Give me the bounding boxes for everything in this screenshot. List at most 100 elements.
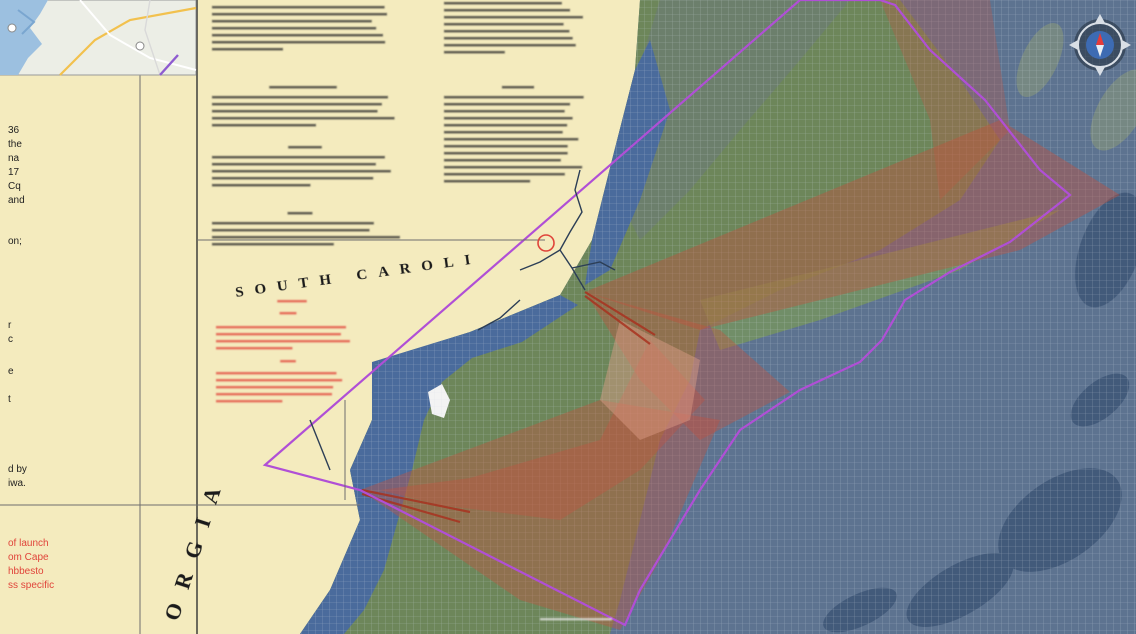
- imagery-attribution-line: [540, 618, 613, 621]
- lane-charleston-northeast: [585, 120, 1120, 330]
- chart-note-line: [444, 138, 579, 141]
- chart-red-note-line: [216, 333, 341, 336]
- chart-note-heading: [288, 146, 322, 149]
- chart-note-line: [444, 145, 568, 148]
- chart-note-line: [212, 156, 385, 159]
- margin-text: 17: [8, 167, 20, 178]
- margin-text: d by: [8, 464, 27, 475]
- chart-note-line: [212, 13, 387, 16]
- chart-red-note-heading: [279, 312, 297, 315]
- chart-note-line: [444, 30, 570, 33]
- chart-note-line: [212, 117, 395, 120]
- chart-red-note-line: [216, 379, 343, 382]
- chart-note-line: [444, 9, 570, 12]
- margin-text: r: [8, 320, 12, 331]
- margin-text: 36: [8, 125, 20, 136]
- margin-text: Cq: [8, 181, 21, 192]
- chart-note-line: [444, 173, 565, 176]
- inset-water: [0, 0, 48, 75]
- margin-red-text: om Cape: [8, 552, 49, 563]
- chart-note-line: [212, 6, 385, 9]
- chart-note-line: [444, 159, 561, 162]
- margin-text: on;: [8, 236, 22, 247]
- margin-text: e: [8, 366, 14, 377]
- chart-note-line: [444, 37, 573, 40]
- chart-notes-columns: [212, 2, 613, 621]
- chart-red-note-line: [216, 400, 283, 403]
- chart-note-line: [212, 222, 374, 225]
- river-network: [309, 169, 616, 471]
- chart-note-line: [444, 51, 505, 54]
- chart-note-line: [212, 103, 382, 106]
- margin-text: iwa.: [8, 478, 26, 489]
- chart-note-line: [212, 229, 370, 232]
- margin-text: t: [8, 394, 11, 405]
- chart-note-line: [444, 16, 583, 19]
- chart-marker-circle: [537, 234, 555, 252]
- lane-savannah-east: [360, 400, 720, 630]
- margin-text: c: [8, 334, 13, 345]
- chart-note-line: [212, 27, 377, 30]
- chart-red-note-line: [216, 340, 350, 343]
- chart-note-line: [444, 103, 571, 106]
- shipping-lanes: [360, 0, 1120, 630]
- chart-red-note-heading: [280, 360, 296, 363]
- margin-text-block: 36 the na 17 Cq and on; r c e t d by iwa…: [8, 125, 54, 591]
- margin-red-text: hbbesto: [8, 566, 44, 577]
- chart-note-line: [212, 41, 386, 44]
- chart-note-heading: [287, 212, 313, 215]
- chart-red-note-line: [216, 386, 334, 389]
- chart-note-line: [444, 110, 565, 113]
- study-area-boundary: [262, 0, 1072, 627]
- chart-margin-panel: [0, 75, 196, 634]
- chart-red-note-line: [216, 393, 333, 396]
- chart-note-heading: [269, 86, 337, 89]
- margin-text: the: [8, 139, 22, 150]
- chart-red-note-heading: [277, 300, 307, 303]
- inset-shield-icon: [135, 41, 145, 51]
- margin-red-text: ss specific: [8, 580, 54, 591]
- chart-note-line: [444, 23, 564, 26]
- chart-note-line: [212, 20, 372, 23]
- lane-north-streak: [880, 0, 1010, 200]
- margin-red-text: of launch: [8, 538, 49, 549]
- inset-road: [79, 0, 197, 71]
- shipping-lane-cores: [361, 291, 656, 524]
- chart-note-line: [444, 2, 562, 5]
- inset-route: [159, 54, 179, 76]
- chart-note-line: [212, 163, 376, 166]
- chart-red-note-line: [216, 372, 337, 375]
- chart-note-line: [444, 44, 576, 47]
- margin-text: na: [8, 153, 20, 164]
- chart-note-line: [212, 34, 383, 37]
- chart-note-line: [444, 152, 568, 155]
- lane-charleston-southeast: [585, 292, 790, 440]
- margin-text: and: [8, 195, 25, 206]
- lane-inner-core: [600, 320, 700, 440]
- chart-note-line: [212, 184, 311, 187]
- inset-shield-icon: [7, 23, 17, 33]
- chart-note-line: [444, 96, 584, 99]
- chart-note-line: [212, 124, 316, 127]
- chart-note-line: [212, 236, 400, 239]
- chart-note-line: [212, 177, 374, 180]
- chart-note-line: [444, 124, 568, 127]
- inset-road: [59, 6, 197, 76]
- chart-note-line: [212, 48, 283, 51]
- chart-note-line: [444, 180, 531, 183]
- chart-red-note-line: [216, 347, 293, 350]
- chart-note-line: [212, 243, 334, 246]
- compass-rose-icon[interactable]: [1069, 14, 1131, 76]
- chart-red-note-line: [216, 326, 346, 329]
- lane-connector: [380, 340, 705, 520]
- chart-note-line: [444, 166, 583, 169]
- chart-note-line: [444, 117, 573, 120]
- chart-note-line: [212, 170, 391, 173]
- chart-note-line: [212, 110, 378, 113]
- inset-overview-map[interactable]: [0, 0, 197, 76]
- chart-note-line: [444, 131, 563, 134]
- chart-note-heading: [501, 86, 535, 89]
- chart-note-line: [212, 96, 388, 99]
